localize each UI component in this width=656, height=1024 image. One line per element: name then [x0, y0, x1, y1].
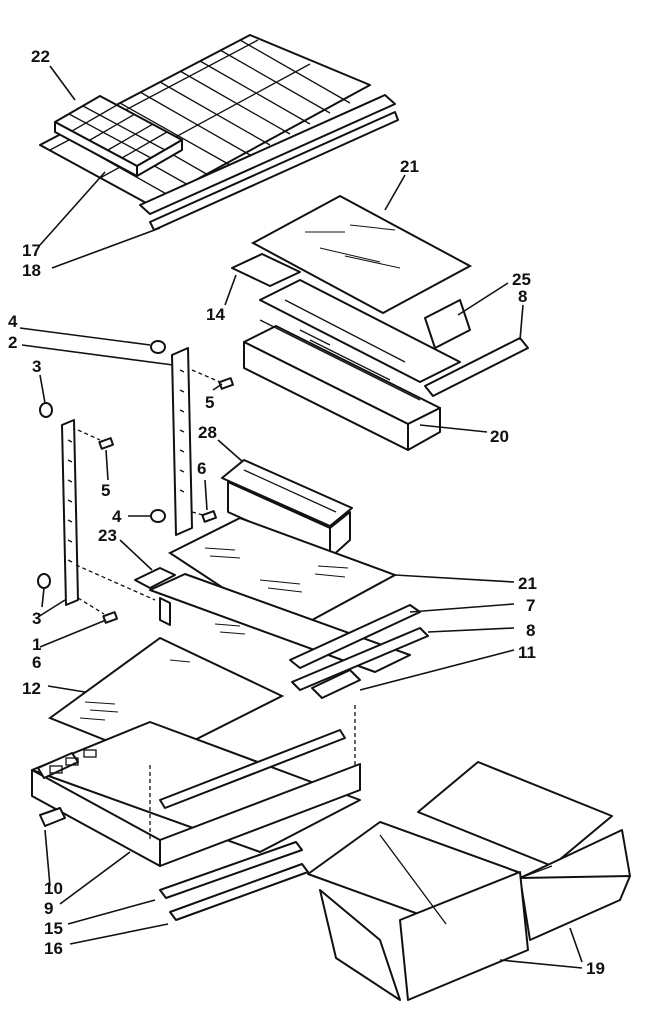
callout-4-top: 4: [8, 312, 18, 331]
callout-2: 2: [8, 333, 17, 352]
shelf-frame: [134, 567, 421, 673]
callout-3-low: 3: [32, 609, 41, 628]
callout-19: 19: [586, 959, 605, 978]
glass-shelf-top: [250, 194, 473, 315]
callout-7: 7: [526, 596, 535, 615]
shelf-ladder-right: [171, 347, 193, 536]
crisper-drawer-left: [307, 821, 529, 1001]
callout-28: 28: [198, 423, 217, 442]
shelf-rail-front: [139, 94, 399, 231]
callout-18: 18: [22, 261, 41, 280]
callout-4-mid: 4: [112, 507, 122, 526]
callout-17: 17: [22, 241, 41, 260]
callout-23: 23: [98, 526, 117, 545]
crisper-drawer-right: [417, 761, 631, 941]
callout-labels: 22 21 25 8 17 18 14 4 2 3 5 28 20 5 6 4 …: [8, 47, 605, 978]
shelf-rail-middle: [291, 627, 429, 691]
callout-14: 14: [206, 305, 225, 324]
shelf-ladder-left: [61, 419, 79, 606]
callout-8-top: 8: [518, 287, 527, 306]
mounting-hardware: [37, 340, 235, 624]
leader-lines: [19, 65, 583, 969]
callout-12: 12: [22, 679, 41, 698]
callout-10: 10: [44, 879, 63, 898]
callout-21-top: 21: [400, 157, 419, 176]
callout-25: 25: [512, 270, 531, 289]
callout-5-mid: 5: [101, 481, 110, 500]
deli-pan-assembly: [231, 253, 529, 451]
callout-15: 15: [44, 919, 63, 938]
callout-9: 9: [44, 899, 53, 918]
callout-16: 16: [44, 939, 63, 958]
callout-1: 1: [32, 635, 41, 654]
callout-6-mid: 6: [197, 459, 206, 478]
crisper-slide-rails: [159, 841, 309, 921]
callout-22: 22: [31, 47, 50, 66]
crisper-cover-rail: [311, 669, 361, 699]
callout-21-mid: 21: [518, 574, 537, 593]
crisper-cover-frame: [31, 705, 361, 867]
callout-8-mid: 8: [526, 621, 535, 640]
storage-bin: [221, 459, 353, 559]
callout-20: 20: [490, 427, 509, 446]
ice-cube-tray: [54, 95, 183, 177]
callout-11: 11: [518, 643, 536, 662]
callout-5-top: 5: [205, 393, 214, 412]
callout-6-low: 6: [32, 653, 41, 672]
callout-3-top: 3: [32, 357, 41, 376]
